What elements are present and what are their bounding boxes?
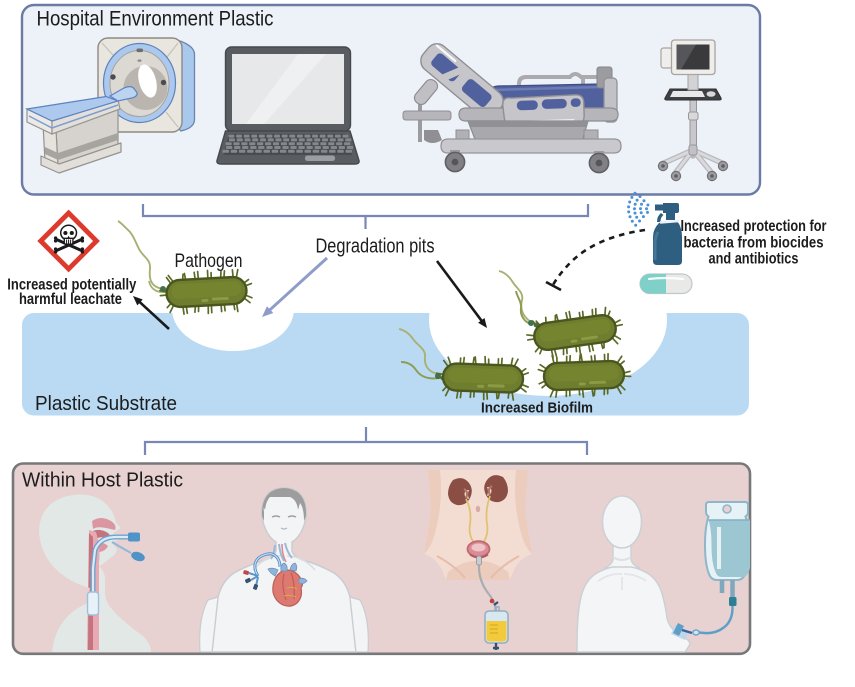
svg-text:Increased protection for: Increased protection for	[681, 218, 827, 235]
svg-text:Pathogen: Pathogen	[175, 250, 243, 272]
svg-text:harmful leachate: harmful leachate	[19, 291, 122, 308]
svg-text:Increased potentially: Increased potentially	[7, 277, 136, 294]
svg-text:and antibiotics: and antibiotics	[709, 250, 799, 267]
svg-text:Within Host Plastic: Within Host Plastic	[22, 468, 183, 491]
svg-text:Increased Biofilm: Increased Biofilm	[481, 400, 593, 417]
svg-text:Plastic Substrate: Plastic Substrate	[35, 392, 177, 415]
svg-text:Degradation pits: Degradation pits	[316, 235, 435, 257]
svg-text:bacteria from biocides: bacteria from biocides	[684, 234, 824, 251]
svg-text:Hospital Environment Plastic: Hospital Environment Plastic	[37, 7, 274, 31]
